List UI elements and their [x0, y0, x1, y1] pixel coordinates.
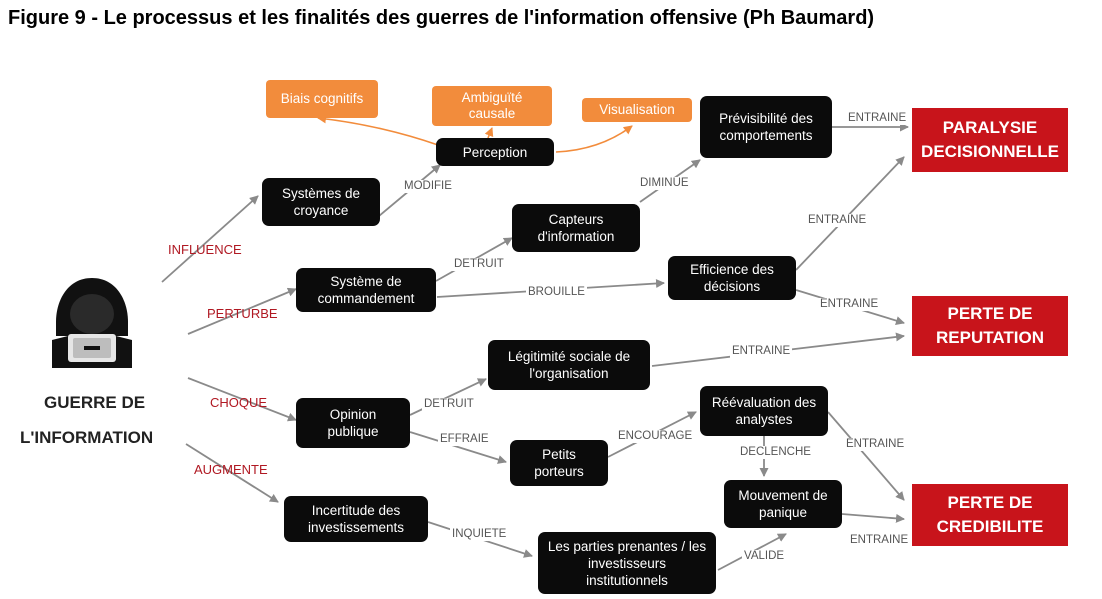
edge-label-effraie: EFFRAIE	[438, 433, 491, 446]
arrow-choque	[187, 377, 297, 422]
edge-label-brouille: BROUILLE	[526, 286, 587, 299]
label-perturbe: PERTURBE	[207, 306, 278, 321]
edge-label-inquiete: INQUIETE	[450, 528, 509, 541]
source-title-line1: GUERRE DE	[44, 393, 146, 412]
edge-label-detruit-legitimite: DETRUIT	[422, 398, 476, 411]
node-biais-cognitifs: Biais cognitifs	[266, 80, 378, 118]
edge-label-entraine-efficience-paralysie: ENTRAINE	[806, 214, 869, 227]
edge-label-diminue: DIMINUE	[638, 177, 691, 190]
edge-label-entraine-mouvement: ENTRAINE	[848, 534, 911, 547]
outcome-reputation: PERTE DE REPUTATION	[912, 296, 1068, 356]
edge-label-entraine-reevaluation: ENTRAINE	[844, 438, 907, 451]
edge-label-detruit-capteurs: DETRUIT	[452, 258, 506, 271]
edge-label-encourage: ENCOURAGE	[616, 430, 695, 443]
source-title-line2: L'INFORMATION	[20, 428, 154, 447]
node-petits-porteurs: Petits porteurs	[510, 440, 608, 486]
outcome-credibilite: PERTE DE CREDIBILITE	[912, 484, 1068, 546]
outcome-paralysie: PARALYSIE DECISIONNELLE	[912, 108, 1068, 172]
node-incertitude: Incertitude des investissements	[284, 496, 428, 542]
node-capteurs: Capteurs d'information	[512, 204, 640, 252]
figure-caption: Figure 9 - Le processus et les finalités…	[8, 7, 875, 29]
node-legitimite: Légitimité sociale de l'organisation	[488, 340, 650, 390]
node-reevaluation: Réévaluation des analystes	[700, 386, 828, 436]
arrow-influence	[161, 195, 259, 283]
node-perception: Perception	[436, 138, 554, 166]
node-previsibilite: Prévisibilité des comportements	[700, 96, 832, 158]
edge-label-entraine-efficience-reputation: ENTRAINE	[818, 298, 881, 311]
node-parties-prenantes: Les parties prenantes / les investisseur…	[538, 532, 716, 594]
node-efficience: Efficience des décisions	[668, 256, 796, 300]
edge-label-modifie: MODIFIE	[402, 180, 454, 193]
edge-label-declenche: DECLENCHE	[738, 446, 813, 459]
label-choque: CHOQUE	[210, 395, 268, 410]
node-mouvement-panique: Mouvement de panique	[724, 480, 842, 528]
edge-label-entraine-legitimite: ENTRAINE	[730, 345, 793, 358]
label-augmente: AUGMENTE	[194, 462, 268, 477]
label-influence: INFLUENCE	[168, 242, 242, 257]
edge-label-valide: VALIDE	[742, 550, 787, 563]
node-opinion-publique: Opinion publique	[296, 398, 410, 448]
arrow-augmente	[185, 443, 279, 503]
node-systeme-commandement: Système de commandement	[296, 268, 436, 312]
node-visualisation: Visualisation	[582, 98, 692, 122]
arrow-perturbe	[187, 287, 297, 335]
hacker-icon	[46, 276, 138, 373]
node-ambiguite-causale: Ambiguïté causale	[432, 86, 552, 126]
edge-label-entraine-paralysie: ENTRAINE	[846, 112, 909, 125]
node-systemes-croyance: Systèmes de croyance	[262, 178, 380, 226]
